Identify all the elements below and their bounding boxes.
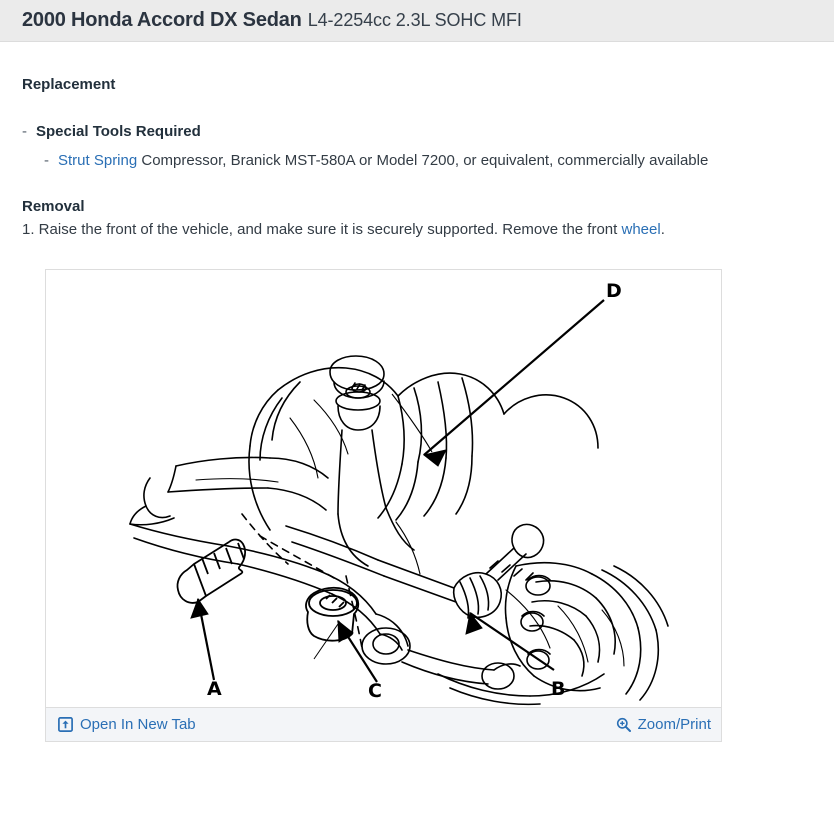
callout-arrowhead-a <box>190 597 209 619</box>
bullet-dash-icon: - <box>22 123 27 140</box>
engine-spec-subtitle: L4-2254cc 2.3L SOHC MFI <box>307 10 522 30</box>
removal-step-text-before: Raise the front of the vehicle, and make… <box>34 220 622 238</box>
figure-container: A B C D Open In New Tab <box>45 269 722 742</box>
removal-step-number: 1. <box>22 220 35 238</box>
callout-label-c: C <box>368 680 382 702</box>
special-tools-heading-row: - Special Tools Required <box>22 121 812 143</box>
callout-arrowhead-c <box>337 619 354 643</box>
callout-leader-b <box>469 612 555 671</box>
special-tools-item-row: - Strut Spring Compressor, Branick MST-5… <box>22 150 812 172</box>
bullet-dash-icon: - <box>44 151 49 169</box>
callout-label-d: D <box>606 280 622 302</box>
wheel-link[interactable]: wheel <box>621 220 661 238</box>
zoom-print-label: Zoom/Print <box>637 716 711 733</box>
callout-arrowhead-b <box>465 611 483 635</box>
special-tools-block: - Special Tools Required - Strut Spring … <box>22 121 812 172</box>
open-in-new-tab-label: Open In New Tab <box>80 716 196 733</box>
special-tools-item-rest: Compressor, Branick MST-580A or Model 72… <box>137 151 709 169</box>
part-nut-c <box>305 586 360 642</box>
external-link-icon <box>58 717 73 732</box>
callout-label-b: B <box>551 678 565 700</box>
callout-hairline-d <box>391 393 433 453</box>
zoom-print-button[interactable]: Zoom/Print <box>616 716 711 733</box>
open-in-new-tab-button[interactable]: Open In New Tab <box>58 716 196 733</box>
removal-step-1: 1. Raise the front of the vehicle, and m… <box>22 219 812 242</box>
article-content: Replacement - Special Tools Required - S… <box>0 76 834 742</box>
callout-hairline-c <box>313 623 339 660</box>
magnifier-plus-icon <box>616 717 631 732</box>
figure-diagram[interactable]: A B C D <box>46 270 721 707</box>
page-header: 2000 Honda Accord DX Sedan L4-2254cc 2.3… <box>0 0 834 42</box>
callout-arrowhead-d <box>422 449 447 467</box>
callout-leader-d <box>423 299 605 456</box>
strut-spring-link[interactable]: Strut Spring <box>58 151 138 169</box>
part-bolt-a <box>176 538 247 604</box>
removal-block: Removal 1. Raise the front of the vehicl… <box>22 198 812 242</box>
page-title: 2000 Honda Accord DX Sedan <box>22 9 302 31</box>
special-tools-heading: Special Tools Required <box>36 123 201 140</box>
figure-toolbar: Open In New Tab Zoom/Print <box>46 707 721 741</box>
removal-heading: Removal <box>22 197 85 215</box>
callout-label-a: A <box>207 678 222 700</box>
special-tools-item-text: Strut Spring Compressor, Branick MST-580… <box>58 150 708 172</box>
suspension-line-drawing: A B C D <box>129 280 669 706</box>
section-heading-replacement: Replacement <box>22 76 116 93</box>
removal-step-text-after: . <box>660 220 665 238</box>
